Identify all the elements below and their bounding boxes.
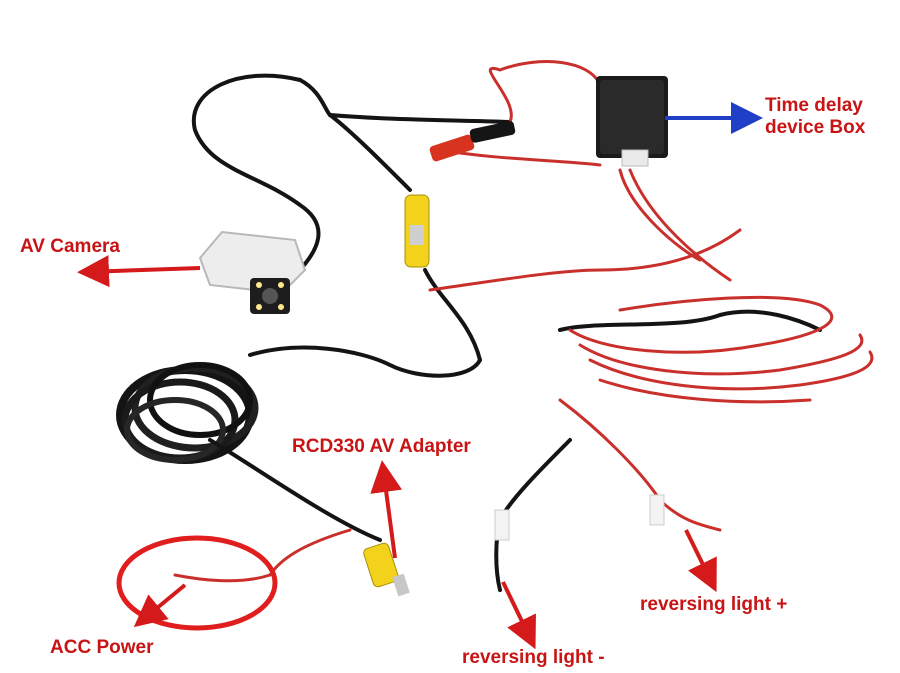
acc-power-highlight-circle xyxy=(116,535,278,631)
label-time-delay-line2: device Box xyxy=(765,117,866,138)
rca-connector-icon xyxy=(363,121,516,597)
label-acc-power: ACC Power xyxy=(50,637,154,658)
label-time-delay: Time delay device Box xyxy=(765,95,865,139)
arrow-reversing-minus xyxy=(501,581,536,650)
arrow-acc-power xyxy=(133,583,187,628)
cable-coil-icon xyxy=(116,362,259,464)
arrow-av-camera xyxy=(77,255,201,288)
black-cables xyxy=(191,73,822,592)
arrow-rcd330 xyxy=(370,460,403,559)
annotation-arrows xyxy=(77,102,763,650)
time-delay-box-icon xyxy=(596,76,668,167)
label-reversing-plus: reversing light + xyxy=(640,594,788,615)
label-rcd330: RCD330 AV Adapter xyxy=(292,436,471,457)
label-reversing-minus: reversing light - xyxy=(462,647,605,668)
label-time-delay-line1: Time delay xyxy=(765,95,863,116)
label-av-camera: AV Camera xyxy=(20,236,120,257)
arrow-reversing-plus xyxy=(684,529,717,593)
red-cables xyxy=(173,60,874,583)
wire-tags xyxy=(494,494,665,541)
av-camera-icon xyxy=(198,230,307,314)
